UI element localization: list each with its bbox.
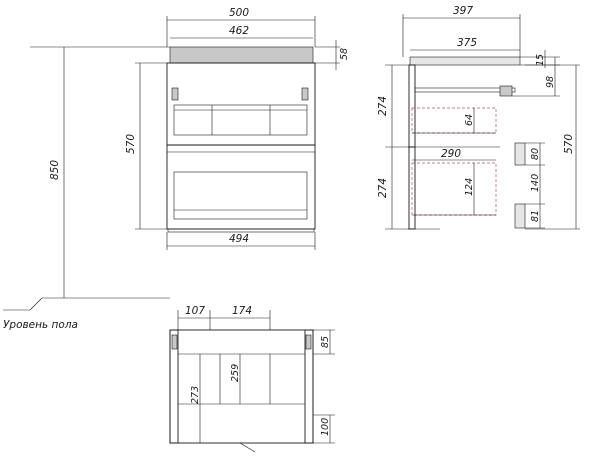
front-view: 500 462 58 570 850 494 xyxy=(30,7,350,298)
dim-depth: 397 xyxy=(453,5,473,17)
back-view: 107 174 85 259 273 100 xyxy=(169,305,335,453)
dim-upper-drawer-height: 274 xyxy=(377,96,389,116)
cabinet-upper-drawer xyxy=(166,62,316,146)
cabinet-lower-drawer xyxy=(166,144,316,230)
dim-80: 80 xyxy=(530,148,541,160)
dim-85: 85 xyxy=(320,336,331,348)
floor-level: Уровень пола xyxy=(3,297,170,331)
dim-inner-width: 290 xyxy=(441,148,461,160)
dim-top-thickness: 58 xyxy=(339,48,350,60)
dim-81: 81 xyxy=(530,210,541,222)
countertop xyxy=(169,46,314,64)
dim-bottom-width: 494 xyxy=(229,233,249,245)
dim-259: 259 xyxy=(230,364,241,382)
dim-body-height: 570 xyxy=(125,134,137,154)
floor-label: Уровень пола xyxy=(3,319,78,331)
dim-174: 174 xyxy=(232,305,252,317)
dim-98: 98 xyxy=(545,76,556,88)
dim-273: 273 xyxy=(190,386,201,404)
side-view: 397 375 15 98 274 274 570 64 290 124 xyxy=(377,5,580,230)
dim-124: 124 xyxy=(464,178,475,196)
dim-overall-width: 500 xyxy=(229,7,249,19)
dim-total-height: 850 xyxy=(49,160,61,180)
dim-107: 107 xyxy=(185,305,205,317)
dim-64: 64 xyxy=(464,114,475,126)
dim-drawer-depth: 375 xyxy=(457,37,477,49)
dim-140: 140 xyxy=(530,174,541,192)
dim-side-height: 570 xyxy=(563,134,575,154)
dim-lower-drawer-height: 274 xyxy=(377,178,389,198)
dim-top-width: 462 xyxy=(229,25,249,37)
dim-100: 100 xyxy=(320,418,331,436)
dim-15: 15 xyxy=(535,54,546,66)
